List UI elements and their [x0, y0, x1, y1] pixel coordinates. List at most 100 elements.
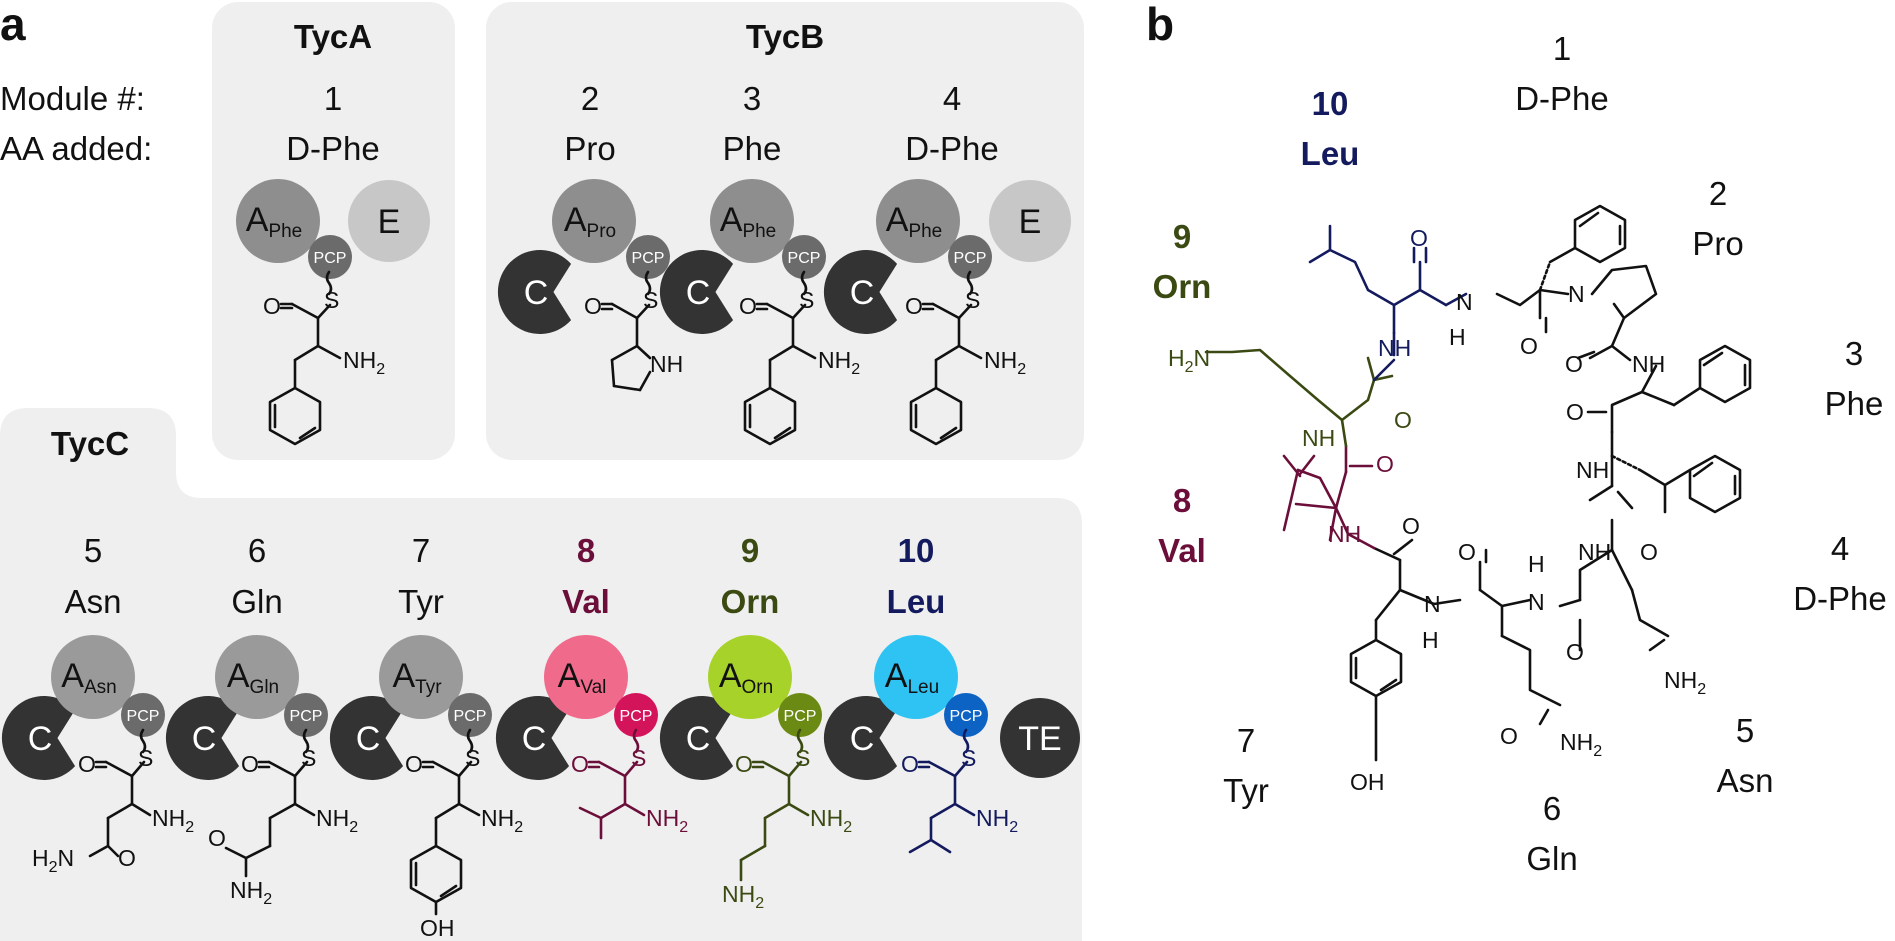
tethered-5-s: S: [138, 745, 153, 771]
tethered-pro-2: [600, 270, 652, 392]
pcp-domain-8: [614, 693, 658, 737]
c-domain-label-4: C: [28, 720, 53, 758]
tethered-9-s: S: [795, 745, 810, 771]
module-number-6: 6: [248, 532, 266, 569]
tethered-3-nh2: NH2: [818, 347, 860, 378]
ring-residue-labels: 1D-Phe2Pro3Phe4D-Phe5Asn6Gln7Tyr8Val9Orn…: [1153, 30, 1887, 877]
ring-orn-nh2: H2N: [1168, 345, 1210, 376]
a-domain-9: [708, 635, 792, 719]
cyclic-peptide-orn: [1204, 348, 1394, 448]
tethered-6-o: O: [241, 751, 259, 777]
a-domain-5: [51, 635, 135, 719]
a-domain-label-1: APhe: [246, 201, 303, 242]
module-number-5: 5: [84, 532, 102, 569]
tethered-6-amide-o: O: [208, 825, 226, 851]
module-number-2: 2: [581, 80, 599, 117]
module-number-10: 10: [898, 532, 935, 569]
tethered-9-nh2: NH2: [810, 805, 852, 836]
pcp-domain-label-6: PCP: [290, 708, 323, 725]
pcp-domain-label-3: PCP: [788, 250, 821, 267]
c-domain-5: [165, 695, 240, 780]
pcp-domain-label-5: PCP: [127, 708, 160, 725]
pcp-domain-label-10: PCP: [950, 708, 983, 725]
pcp-domain-6: [284, 693, 328, 737]
tethered-dphe-4: [909, 270, 983, 446]
a-domain-label-4: APhe: [886, 201, 943, 242]
a-domain-7: [379, 635, 463, 719]
tethered-6-s: S: [301, 745, 316, 771]
tycc-panel: [0, 408, 1082, 941]
a-domain-label-6: AGln: [227, 657, 279, 698]
tethered-10-s: S: [961, 745, 976, 771]
module-aa-9: Orn: [721, 583, 780, 620]
tethered-1-o: O: [263, 293, 281, 319]
pcp-domain-label-7: PCP: [454, 708, 487, 725]
tethered-9-o: O: [735, 751, 753, 777]
ring-o-9: O: [1376, 451, 1394, 477]
a-domain-label-3: APhe: [720, 201, 777, 242]
ring-nh-1: N: [1456, 289, 1473, 315]
tethered-7-nh2: NH2: [481, 805, 523, 836]
e-domain-tyca: [348, 180, 430, 262]
ring-aa-1: D-Phe: [1515, 80, 1609, 117]
module-headers: 1D-Phe2Pro3Phe4D-Phe5Asn6Gln7Tyr8Val9Orn…: [65, 80, 999, 620]
module-number-7: 7: [412, 532, 430, 569]
ring-number-1: 1: [1553, 30, 1571, 67]
a-domain-2: [552, 179, 636, 263]
ring-o-8: O: [1402, 513, 1420, 539]
ring-aa-10: Leu: [1301, 135, 1360, 172]
a-domain-8: [544, 635, 628, 719]
a-domains: APhePCPAProPCPAPhePCPAPhePCPAAsnPCPAGlnP…: [51, 179, 992, 737]
a-domain-10: [874, 635, 958, 719]
ring-aa-3: Phe: [1825, 385, 1884, 422]
module-aa-8: Val: [562, 583, 610, 620]
ring-asn-nh2: NH2: [1664, 667, 1706, 698]
tethered-7-oh: OH: [420, 915, 455, 941]
tethered-10-nh2: NH2: [976, 805, 1018, 836]
tethered-7-s: S: [465, 745, 480, 771]
ring-aa-9: Orn: [1153, 268, 1212, 305]
ring-hn-7: NH: [1328, 521, 1361, 547]
tethered-8-o: O: [571, 751, 589, 777]
cyclic-peptide-backbone: [1308, 204, 1752, 762]
ring-aa-6: Gln: [1526, 840, 1577, 877]
pcp-domain-1: [308, 235, 352, 279]
ring-h-1: H: [1449, 324, 1466, 350]
ring-number-7: 7: [1237, 722, 1255, 759]
a-domain-1: [236, 179, 320, 263]
ring-o-6: O: [1566, 639, 1584, 665]
ring-number-5: 5: [1736, 712, 1754, 749]
module-number-9: 9: [741, 532, 759, 569]
a-domain-4: [876, 179, 960, 263]
ring-aa-2: Pro: [1692, 225, 1743, 262]
c-domain-4: [1, 695, 76, 780]
ring-o-10: O: [1394, 407, 1412, 433]
module-aa-6: Gln: [231, 583, 282, 620]
ring-aa-4: D-Phe: [1793, 580, 1887, 617]
module-aa-5: Asn: [65, 583, 122, 620]
pcp-domain-label-1: PCP: [314, 250, 347, 267]
ring-number-6: 6: [1543, 790, 1561, 827]
a-domain-label-10: ALeu: [885, 657, 939, 698]
pcp-domain-10: [944, 693, 988, 737]
ring-h-5: H: [1528, 551, 1545, 577]
tycc-title: TycC: [51, 425, 129, 462]
tethered-5-o: O: [78, 751, 96, 777]
c-domain-label-6: C: [356, 720, 381, 758]
pcp-domain-5: [121, 693, 165, 737]
tethered-7-o: O: [405, 751, 423, 777]
ring-o-7: O: [1458, 539, 1476, 565]
ring-nh-5: N: [1528, 589, 1545, 615]
aa-row-label: AA added:: [0, 130, 152, 167]
tethered-3-o: O: [739, 293, 757, 319]
tethered-2-s: S: [643, 287, 658, 313]
c-domain-2: [659, 250, 734, 334]
ring-number-3: 3: [1845, 335, 1863, 372]
ring-hn-8: NH: [1302, 425, 1335, 451]
module-number-3: 3: [743, 80, 761, 117]
pcp-domain-2: [626, 235, 670, 279]
ring-hn-3: NH: [1576, 457, 1609, 483]
ring-hn-4: NH: [1578, 539, 1611, 565]
